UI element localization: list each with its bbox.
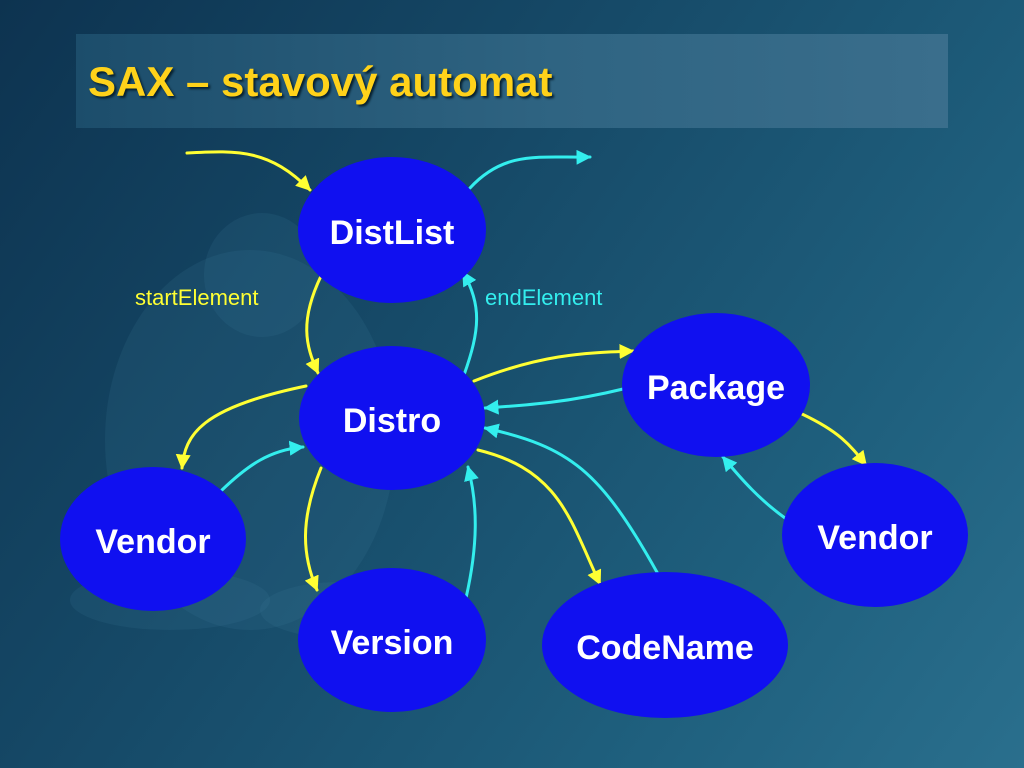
edge-entry-to-distlist <box>185 150 312 192</box>
node-codename: CodeName <box>542 572 788 718</box>
edge-codename-to-distro <box>483 423 660 576</box>
node-vendor-left: Vendor <box>60 467 246 611</box>
node-distro-label: Distro <box>343 402 441 440</box>
end-element-label: endElement <box>485 285 602 310</box>
end-element-edges <box>220 149 787 600</box>
start-element-label: startElement <box>135 285 259 310</box>
node-distlist: DistList <box>298 157 486 303</box>
edge-distro-to-distlist <box>461 270 479 377</box>
node-package-shape <box>622 313 810 457</box>
node-vendor-left-label: Vendor <box>95 523 210 561</box>
node-vendor-right-shape <box>782 463 968 607</box>
node-package-label: Package <box>647 369 785 407</box>
edge-distlist-to-distro <box>305 274 323 375</box>
node-version: Version <box>298 568 486 712</box>
edge-package-to-vendor-right <box>800 412 868 467</box>
node-vendor-right-label: Vendor <box>817 519 932 557</box>
node-vendor-right: Vendor <box>782 463 968 607</box>
node-distro-shape <box>299 346 485 490</box>
node-vendor-left-shape <box>60 467 246 611</box>
node-codename-shape <box>542 572 788 718</box>
node-package: Package <box>622 313 810 457</box>
edge-distro-to-vendor-left <box>175 384 308 470</box>
edge-distro-to-codename <box>476 448 602 586</box>
node-codename-label: CodeName <box>576 629 754 667</box>
slide-title: SAX – stavový automat <box>88 58 553 105</box>
start-element-edges <box>175 150 868 592</box>
node-distlist-label: DistList <box>330 214 455 252</box>
edge-vendor-left-to-distro <box>220 440 305 492</box>
node-version-label: Version <box>331 624 454 662</box>
edge-distlist-to-exit <box>468 149 592 190</box>
node-distlist-shape <box>298 157 486 303</box>
edge-vendor-right-to-package <box>721 455 787 520</box>
node-version-shape <box>298 568 486 712</box>
edge-distro-to-version <box>304 466 323 592</box>
title-bar: SAX – stavový automat <box>76 34 948 128</box>
edge-version-to-distro <box>464 465 479 600</box>
node-distro: Distro <box>299 346 485 490</box>
edge-distro-to-package <box>472 344 635 383</box>
edge-package-to-distro <box>483 387 625 415</box>
